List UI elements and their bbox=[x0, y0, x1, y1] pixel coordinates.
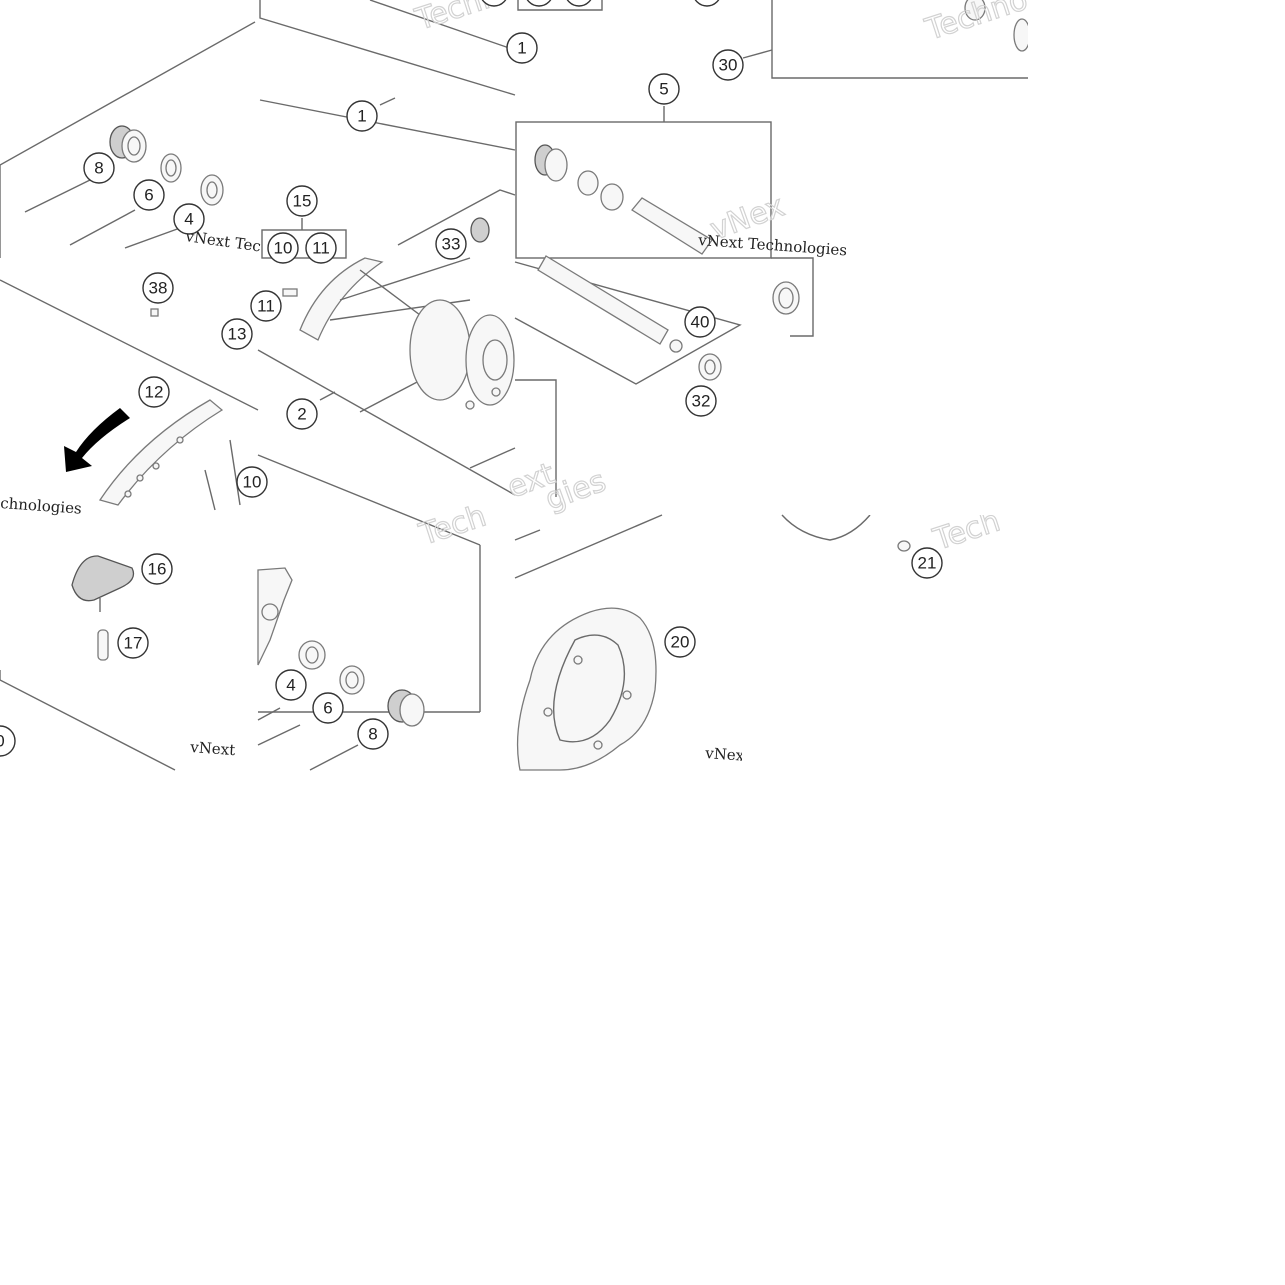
svg-text:38: 38 bbox=[149, 279, 168, 298]
callout-16: 16 bbox=[141, 553, 173, 585]
svg-text:30: 30 bbox=[719, 56, 738, 75]
svg-text:11: 11 bbox=[312, 239, 330, 258]
wheel-assembly bbox=[299, 257, 515, 410]
callout-6: 6 bbox=[312, 692, 344, 724]
svg-text:5: 5 bbox=[659, 80, 668, 99]
svg-text:15: 15 bbox=[293, 192, 312, 211]
callout-4: 4 bbox=[275, 669, 307, 701]
svg-text:33: 33 bbox=[442, 235, 461, 254]
callout-5: 5 bbox=[648, 73, 680, 105]
svg-text:2: 2 bbox=[297, 405, 306, 424]
brake-disc-part bbox=[516, 607, 657, 771]
svg-text:8: 8 bbox=[368, 725, 377, 744]
bushing-part bbox=[470, 217, 490, 243]
callout-2: 2 bbox=[286, 398, 318, 430]
watermark-text: vNext bbox=[189, 738, 236, 759]
watermark-text: vNext bbox=[704, 744, 751, 765]
assembly-outlines bbox=[0, 0, 1028, 771]
callout-12: 12 bbox=[138, 376, 170, 408]
svg-text:11: 11 bbox=[257, 297, 275, 316]
callout-11: 11 bbox=[305, 232, 337, 264]
disc-fragment bbox=[781, 514, 871, 541]
callout-11: 11 bbox=[250, 290, 282, 322]
callout-1-partial: 1 bbox=[506, 32, 538, 64]
watermark-text: vNext Technologies bbox=[697, 231, 848, 259]
callout-4: 4 bbox=[173, 203, 205, 235]
svg-text:1: 1 bbox=[517, 39, 526, 58]
hub-lower bbox=[257, 567, 425, 727]
callout-1: 1 bbox=[346, 100, 378, 132]
svg-text:12: 12 bbox=[145, 383, 164, 402]
svg-text:4: 4 bbox=[286, 676, 295, 695]
callout-13: 13 bbox=[221, 318, 253, 350]
svg-text:4: 4 bbox=[184, 210, 193, 229]
svg-text:40: 40 bbox=[691, 313, 710, 332]
disc-bolt-part bbox=[897, 540, 911, 552]
callout-21: 21 bbox=[911, 547, 943, 579]
callout-8: 8 bbox=[357, 718, 389, 750]
callout-40: 40 bbox=[684, 306, 716, 338]
rotation-arrow-icon bbox=[64, 408, 130, 472]
callout-0-partial: 0 bbox=[0, 725, 16, 757]
callout-6: 6 bbox=[133, 179, 165, 211]
callouts: 1 2 4 4 5 6 6 8 8 10 11 11 12 13 15 16 1… bbox=[0, 0, 943, 757]
callout-32: 32 bbox=[685, 385, 717, 417]
svg-text:32: 32 bbox=[692, 392, 711, 411]
seal-part bbox=[109, 125, 147, 163]
watermark-text: chnologies bbox=[0, 494, 82, 518]
parts bbox=[64, 0, 1031, 771]
callout-partial-top bbox=[526, 0, 552, 7]
callout-15: 15 bbox=[286, 185, 318, 217]
svg-text:0: 0 bbox=[0, 732, 5, 751]
callout-30: 30 bbox=[712, 49, 744, 81]
callout-20: 20 bbox=[664, 626, 696, 658]
svg-text:8: 8 bbox=[94, 159, 103, 178]
callout-partial-top bbox=[694, 0, 720, 7]
callout-38: 38 bbox=[142, 272, 174, 304]
axle-kit bbox=[534, 144, 800, 381]
callout-partial-top bbox=[481, 0, 507, 7]
callout-33: 33 bbox=[435, 228, 467, 260]
svg-text:13: 13 bbox=[228, 325, 247, 344]
bolt-part bbox=[282, 288, 298, 297]
svg-text:10: 10 bbox=[274, 239, 293, 258]
callout-10-partial: 10 bbox=[236, 466, 268, 498]
svg-text:6: 6 bbox=[323, 699, 332, 718]
callout-partial-top bbox=[566, 0, 592, 7]
svg-text:1: 1 bbox=[357, 107, 366, 126]
svg-text:17: 17 bbox=[124, 634, 143, 653]
callout-8: 8 bbox=[83, 152, 115, 184]
callout-10: 10 bbox=[267, 232, 299, 264]
svg-text:6: 6 bbox=[144, 186, 153, 205]
svg-text:16: 16 bbox=[148, 560, 167, 579]
svg-text:21: 21 bbox=[918, 554, 937, 573]
callout-17: 17 bbox=[117, 627, 149, 659]
svg-text:20: 20 bbox=[671, 633, 690, 652]
svg-text:10: 10 bbox=[243, 473, 262, 492]
rim-part bbox=[98, 399, 241, 511]
valve-part bbox=[71, 555, 135, 661]
nipple-part bbox=[150, 308, 159, 317]
